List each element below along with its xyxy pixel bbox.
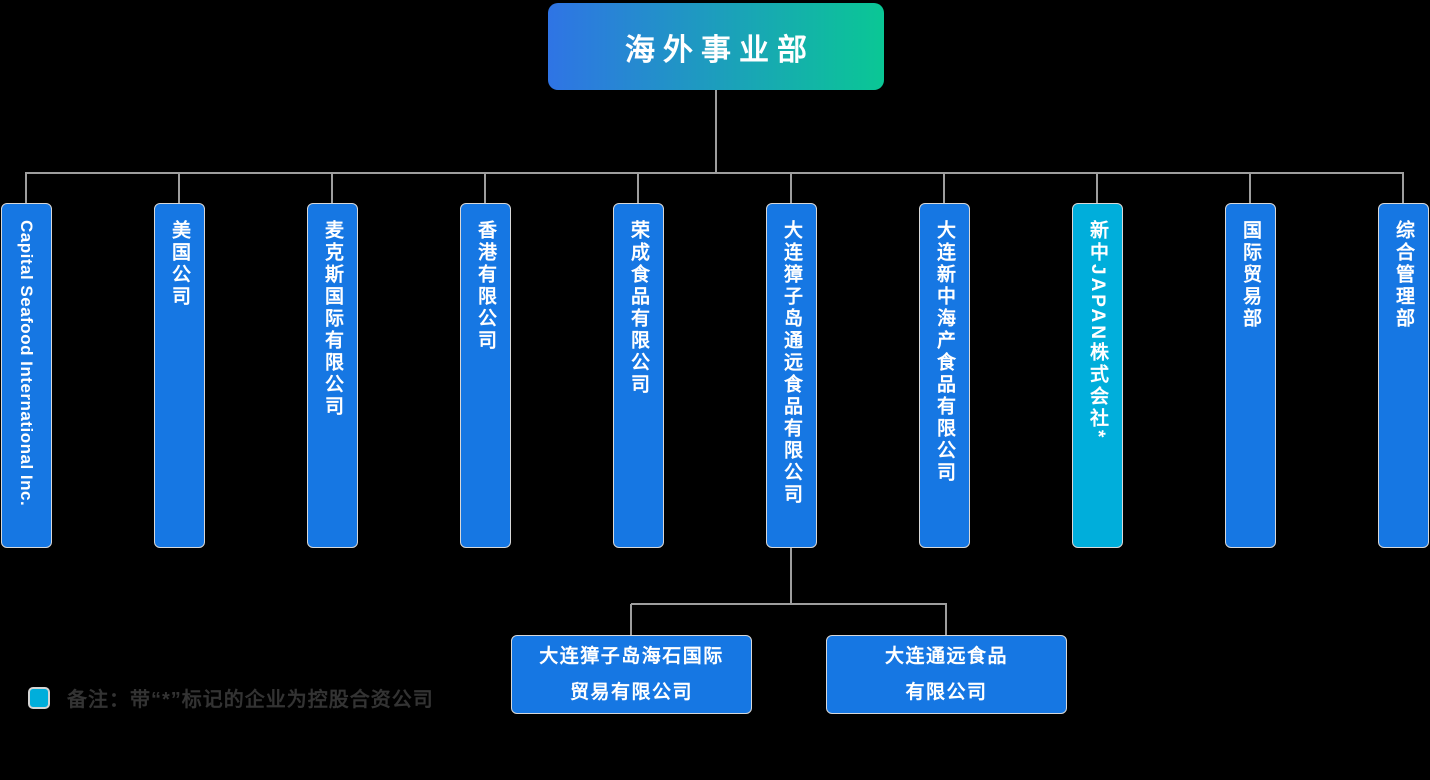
org-node-label: 新中JAPAN株式会社* — [1087, 220, 1108, 441]
org-node-general-admin-dept: 综合管理部 — [1378, 203, 1429, 548]
connector-stub — [945, 604, 947, 635]
connector-stub — [943, 173, 945, 203]
connector-stub — [790, 173, 792, 203]
legend-teal-swatch — [28, 686, 50, 709]
org-node-us-company: 美国公司 — [154, 203, 205, 548]
org-node-label: 荣成食品有限公司 — [628, 220, 649, 396]
connector-stub — [1249, 173, 1251, 203]
connector-stub — [178, 173, 180, 203]
connector-parent-stem — [790, 548, 792, 603]
legend-note-text: 备注：带“*”标记的企业为控股合资公司 — [67, 689, 434, 711]
connector-main-horizontal — [25, 172, 1404, 174]
org-subnode-haishi-international-trade: 大连獐子岛海石国际 贸易有限公司 — [511, 635, 752, 714]
connector-stub — [25, 173, 27, 203]
org-subnode-label: 大连通远食品 有限公司 — [884, 645, 1008, 703]
org-node-zhangzidao-tongyuan-food: 大连獐子岛通远食品有限公司 — [766, 203, 817, 548]
org-node-label: 大连新中海产食品有限公司 — [934, 220, 955, 484]
org-node-label: 国际贸易部 — [1240, 220, 1261, 330]
org-root-label: 海外事业部 — [625, 33, 815, 67]
connector-root-stem — [715, 90, 717, 173]
org-node-label: 大连獐子岛通远食品有限公司 — [781, 220, 802, 506]
org-root-node: 海外事业部 — [548, 3, 884, 90]
connector-stub — [484, 173, 486, 203]
connector-stub — [1402, 173, 1404, 203]
connector-stub — [637, 173, 639, 203]
legend-note: 备注：带“*”标记的企业为控股合资公司 — [28, 683, 434, 712]
org-node-xinzhong-japan: 新中JAPAN株式会社* — [1072, 203, 1123, 548]
connector-stub — [1096, 173, 1098, 203]
org-node-label: 香港有限公司 — [475, 220, 496, 352]
connector-stub — [331, 173, 333, 203]
org-node-label: 麦克斯国际有限公司 — [322, 220, 343, 418]
org-node-hongkong-company: 香港有限公司 — [460, 203, 511, 548]
connector-stub — [630, 604, 632, 635]
org-node-international-trade-dept: 国际贸易部 — [1225, 203, 1276, 548]
org-node-capital-seafood: Capital Seafood International Inc. — [1, 203, 52, 548]
org-node-label: Capital Seafood International Inc. — [17, 220, 36, 507]
org-subnode-label: 大连獐子岛海石国际 贸易有限公司 — [539, 645, 724, 703]
org-node-label: 美国公司 — [169, 220, 190, 308]
connector-sub-horizontal — [631, 603, 947, 605]
org-node-max-international: 麦克斯国际有限公司 — [307, 203, 358, 548]
org-node-label: 综合管理部 — [1393, 220, 1414, 330]
org-node-xinzhong-seafood: 大连新中海产食品有限公司 — [919, 203, 970, 548]
org-node-rongcheng-food: 荣成食品有限公司 — [613, 203, 664, 548]
org-subnode-tongyuan-food: 大连通远食品 有限公司 — [826, 635, 1067, 714]
